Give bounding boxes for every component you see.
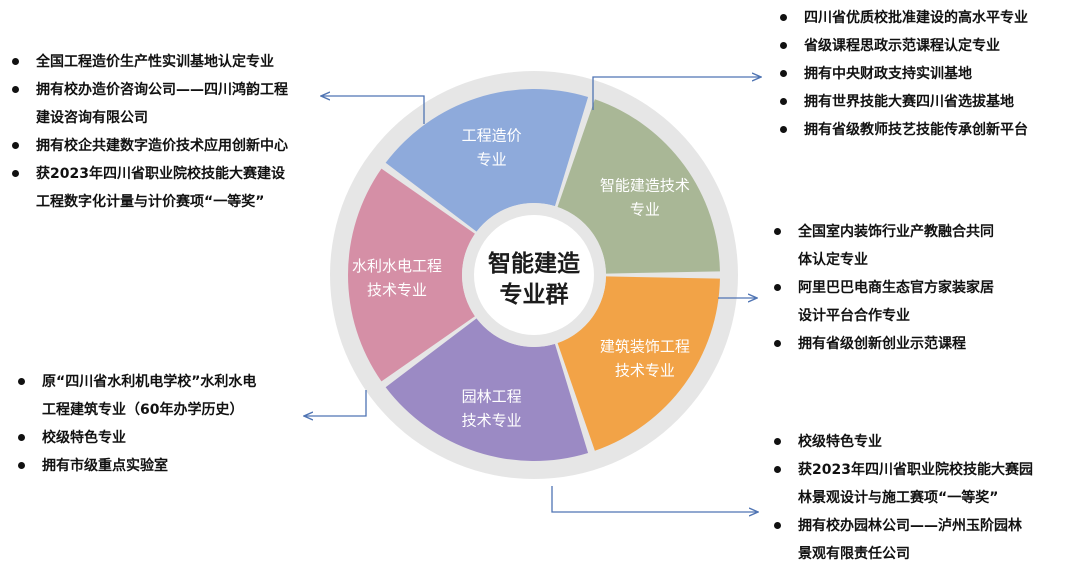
list-item: 拥有校企共建数字造价技术应用创新中心 xyxy=(8,132,328,160)
connector-arrow-top-right xyxy=(592,77,760,110)
segment-label-yllgc-line1: 园林工程 xyxy=(462,387,522,405)
list-item-text: 林景观设计与施工赛项“一等奖” xyxy=(798,490,999,506)
list-item-text: 建设咨询有限公司 xyxy=(36,110,148,126)
list-item: 拥有校办园林公司——泸州玉阶园林景观有限责任公司 xyxy=(770,512,1070,568)
list-item-text: 校级特色专业 xyxy=(42,430,126,446)
segment-label-jzzs-line2: 技术专业 xyxy=(615,362,675,380)
segment-label-znjz-line1: 智能建造技术 xyxy=(600,176,690,194)
list-item: 拥有省级教师技艺技能传承创新平台 xyxy=(776,116,1076,144)
list-item: 全国工程造价生产性实训基地认定专业 xyxy=(8,48,328,76)
connector-arrow-bottom-right xyxy=(551,486,757,512)
list-item-text: 拥有校企共建数字造价技术应用创新中心 xyxy=(36,138,288,154)
list-item-text: 省级课程思政示范课程认定专业 xyxy=(804,38,1000,54)
list-item-text: 获2023年四川省职业院校技能大赛园 xyxy=(798,462,1033,478)
list-item: 获2023年四川省职业院校技能大赛园林景观设计与施工赛项“一等奖” xyxy=(770,456,1070,512)
list-item-text: 阿里巴巴电商生态官方家装家居 xyxy=(798,280,994,296)
znjz-feature-list: 四川省优质校批准建设的高水平专业省级课程思政示范课程认定专业拥有中央财政支持实训… xyxy=(776,4,1076,144)
list-item: 拥有市级重点实验室 xyxy=(14,452,314,480)
list-item: 拥有省级创新创业示范课程 xyxy=(770,330,1030,358)
list-item-text: 工程数字化计量与计价赛项“一等奖” xyxy=(36,194,265,210)
segment-label-slsd-line1: 水利水电工程 xyxy=(352,257,442,275)
segment-label-jzzs-line1: 建筑装饰工程 xyxy=(600,338,690,356)
slsd-feature-list: 原“四川省水利机电学校”水利水电工程建筑专业（60年办学历史） 校级特色专业拥有市… xyxy=(14,368,314,480)
list-item: 原“四川省水利机电学校”水利水电工程建筑专业（60年办学历史） xyxy=(14,368,314,424)
list-item-text: 全国工程造价生产性实训基地认定专业 xyxy=(36,54,274,70)
list-item: 校级特色专业 xyxy=(770,428,1070,456)
center-title-line2: 专业群 xyxy=(500,281,569,308)
segment-jzzs xyxy=(557,276,720,451)
list-item-text: 全国室内装饰行业产教融合共同 xyxy=(798,224,994,240)
jzzs-feature-list: 全国室内装饰行业产教融合共同体认定专业阿里巴巴电商生态官方家装家居设计平台合作专… xyxy=(770,218,1030,358)
list-item-text: 拥有校办园林公司——泸州玉阶园林 xyxy=(798,518,1022,534)
list-item-text: 拥有市级重点实验室 xyxy=(42,458,168,474)
segment-slsd xyxy=(347,168,475,382)
gczj-feature-list: 全国工程造价生产性实训基地认定专业拥有校办造价咨询公司——四川鸿韵工程建设咨询有… xyxy=(8,48,328,216)
yllgc-feature-list: 校级特色专业获2023年四川省职业院校技能大赛园林景观设计与施工赛项“一等奖”拥… xyxy=(770,428,1070,568)
list-item: 拥有世界技能大赛四川省选拔基地 xyxy=(776,88,1076,116)
list-item: 四川省优质校批准建设的高水平专业 xyxy=(776,4,1076,32)
segment-label-gczj-line2: 专业 xyxy=(477,151,507,169)
segment-yllgc xyxy=(385,318,589,461)
segment-label-yllgc-line2: 技术专业 xyxy=(462,411,522,429)
list-item-text: 拥有省级教师技艺技能传承创新平台 xyxy=(804,122,1028,138)
center-title-line1: 智能建造 xyxy=(488,250,581,277)
list-item: 拥有校办造价咨询公司——四川鸿韵工程建设咨询有限公司 xyxy=(8,76,328,132)
list-item-text: 拥有省级创新创业示范课程 xyxy=(798,336,966,352)
connector-arrow-left xyxy=(305,390,367,416)
list-item: 拥有中央财政支持实训基地 xyxy=(776,60,1076,88)
list-item: 省级课程思政示范课程认定专业 xyxy=(776,32,1076,60)
list-item-text: 工程建筑专业（60年办学历史） xyxy=(42,402,244,418)
list-item-text: 拥有中央财政支持实训基地 xyxy=(804,66,972,82)
list-item-text: 设计平台合作专业 xyxy=(798,308,910,324)
list-item: 获2023年四川省职业院校技能大赛建设工程数字化计量与计价赛项“一等奖” xyxy=(8,160,328,216)
list-item: 阿里巴巴电商生态官方家装家居设计平台合作专业 xyxy=(770,274,1030,330)
list-item-text: 拥有校办造价咨询公司——四川鸿韵工程 xyxy=(36,82,288,98)
segment-label-gczj-line1: 工程造价 xyxy=(462,127,522,145)
list-item-text: 拥有世界技能大赛四川省选拔基地 xyxy=(804,94,1014,110)
segment-gczj xyxy=(385,88,589,232)
list-item-text: 获2023年四川省职业院校技能大赛建设 xyxy=(36,166,285,182)
list-item-text: 校级特色专业 xyxy=(798,434,882,450)
center-circle xyxy=(474,215,594,335)
list-item-text: 四川省优质校批准建设的高水平专业 xyxy=(804,10,1028,26)
list-item-text: 体认定专业 xyxy=(798,252,868,268)
pie-segments: 工程造价专业智能建造技术专业建筑装饰工程技术专业园林工程技术专业水利水电工程技术… xyxy=(347,88,720,461)
list-item: 校级特色专业 xyxy=(14,424,314,452)
list-item: 全国室内装饰行业产教融合共同体认定专业 xyxy=(770,218,1030,274)
segment-label-znjz-line2: 专业 xyxy=(630,200,660,218)
segment-label-slsd-line2: 技术专业 xyxy=(367,281,427,299)
list-item-text: 原“四川省水利机电学校”水利水电 xyxy=(42,374,257,390)
list-item-text: 景观有限责任公司 xyxy=(798,546,910,562)
connector-arrow-top-left xyxy=(322,96,425,124)
segment-znjz xyxy=(557,99,720,274)
